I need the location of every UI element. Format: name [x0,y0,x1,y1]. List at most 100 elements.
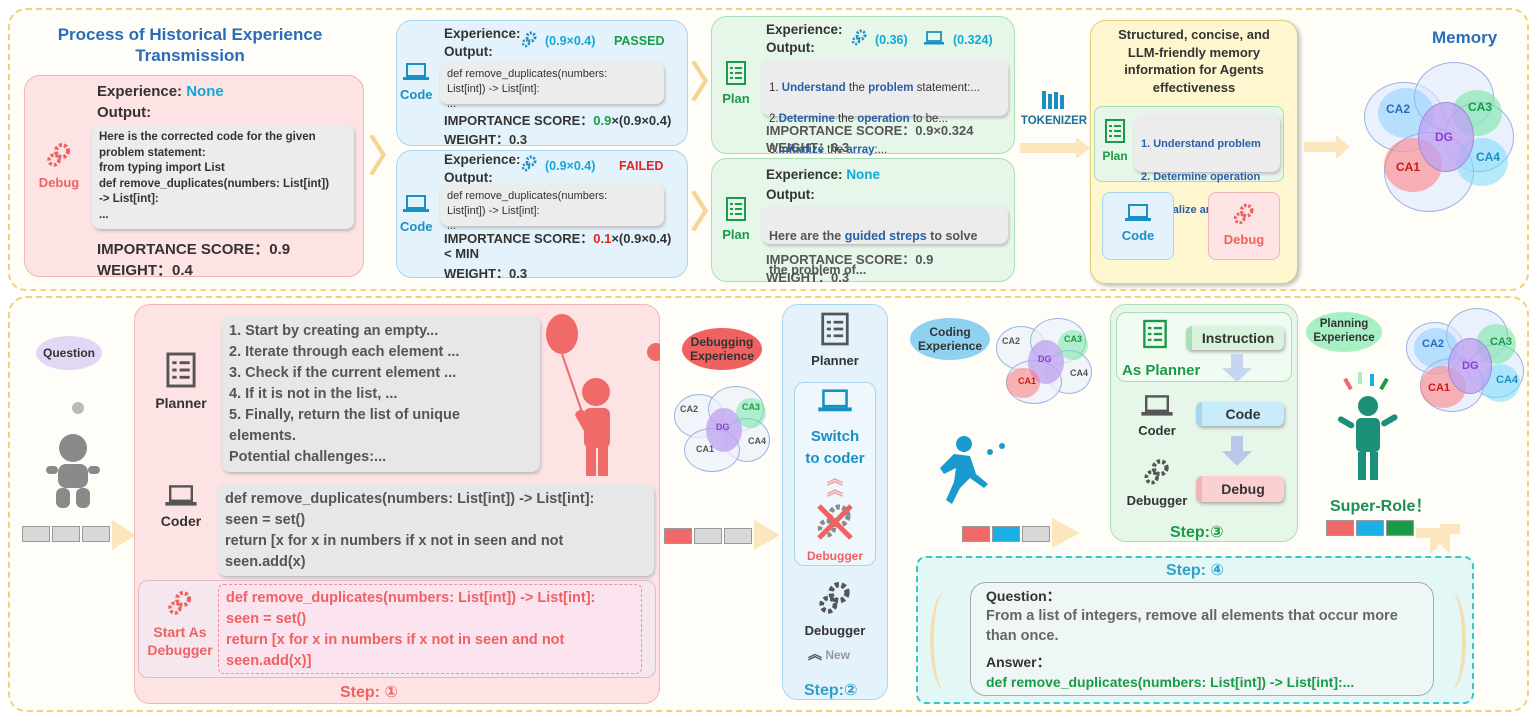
plan-top-output-label: Output: [766,40,815,55]
plan-bottom-output-box: Here are the guided streps to solve the … [762,206,1008,277]
memory-plan-role: Plan [1098,118,1132,163]
step3-planner-label: As Planner [1122,362,1201,379]
step3-coder-role: Coder [1120,394,1194,438]
top-title: Process of Historical Experience Transmi… [30,24,350,67]
code-passed-weight: WEIGHT：0.3 [444,132,528,147]
code-failed-output-box: def remove_duplicates(numbers: List[int]… [440,184,664,232]
plan-bottom-score: IMPORTANCE SCORE：0.9 [766,252,934,267]
step3-debug: Debug [1196,476,1284,502]
progress-bar-step1 [664,528,752,544]
arrow-to-step4 [1416,524,1460,554]
step1-debugger-role: Start As Debugger [140,588,220,659]
list-icon [1105,119,1125,143]
memory-plan-items: 1. Understand problem 2. Determine opera… [1134,114,1280,216]
small-cloud-ca1: CA1 [696,444,715,454]
step2-planner-role: Planner [782,310,888,368]
debug-experience-line: Experience: None [97,83,224,100]
code-failed-weight: WEIGHT：0.3 [444,266,528,281]
plan-bottom-role-label: Plan [722,227,750,242]
cloud-ca1: CA1 [1396,160,1421,174]
plan-top-line-3: 3.Initialize the array:... [769,143,888,156]
baby-icon [46,434,100,508]
memory-code-label: Code [1121,228,1155,243]
step4-question-label: Question： [986,588,1061,604]
plan-top-val1: (0.36) [875,33,908,47]
plan-top-laptop-icon [923,30,945,51]
cloud-dg: DG [1435,130,1453,144]
tokenizer-arrow [1020,137,1090,159]
code-failed-formula: (0.9×0.4) [545,159,596,173]
runner-icon [940,436,1005,504]
small-cloud-step3: CA2 CA3 DG CA1 CA4 [1406,308,1526,414]
small-cloud-step2: CA2 CA3 DG CA1 CA4 [990,316,1100,406]
progress-bar-empty [22,526,110,542]
step3-debugger-role: Debugger [1120,456,1194,508]
step1-debugger-label: Start As Debugger [147,624,213,659]
chevron-up-icon: ︽ [808,646,822,662]
laptop-icon [403,195,429,212]
list-icon [821,312,849,346]
small-cloud-ca3: CA3 [742,402,761,412]
small-cloud-ca2: CA2 [680,404,699,414]
step4-label: Step: ④ [1166,562,1224,579]
debug-score: IMPORTANCE SCORE：0.9 [97,241,291,258]
debug-output-label: Output: [97,104,152,121]
small-cloud2-dg: DG [1038,354,1052,364]
plan-top-line-2: 2.Determine the operation to be... [769,112,948,125]
step3-debugger-label: Debugger [1126,493,1188,508]
code-failed-output-label: Output: [444,170,493,185]
step3-code: Code [1196,402,1284,426]
gear-icon [47,143,70,167]
gear-icon [819,582,850,614]
list-icon [1143,319,1167,349]
super-role-label: Super-Role！ [1330,498,1432,515]
memory-cloud: CA2 CA3 DG CA1 CA4 [1364,62,1514,222]
code-failed-score-min: < MIN [444,246,480,261]
code-failed-role: Code [400,194,433,234]
code-passed-formula: (0.9×0.4) [545,34,596,48]
code-failed-role-label: Code [400,219,433,234]
debug-experience-label: Experience: [97,83,183,100]
plan-top-role-label: Plan [722,91,750,106]
step4-question-text: From a list of integers, remove all elem… [986,608,1398,645]
cloud-ca3: CA3 [1468,100,1493,114]
gear-icon [168,591,191,615]
plan-top-weight: WEIGHT：0.3 [766,140,850,155]
gear-icon [1144,459,1169,485]
arrow-to-step1 [112,520,136,550]
step1-debugger-text: def remove_duplicates(numbers: List[int]… [218,584,642,674]
step2-crossed-debugger: Debugger [794,500,876,563]
plan-top-experience-label: Experience: [766,22,843,37]
code-failed-status: FAILED [619,159,664,173]
code-passed-role: Code [400,62,433,102]
debug-output-box: Here is the corrected code for the given… [92,125,354,229]
thought-dot [72,402,84,414]
plan-bottom-role: Plan [718,196,754,242]
memory-code-box: Code [1102,192,1174,260]
small-cloud3-ca3: CA3 [1490,336,1513,348]
list-icon [166,352,196,388]
code-failed-score: IMPORTANCE SCORE：0.1×(0.9×0.4) [444,231,672,246]
plan-top-role: Plan [718,60,754,106]
laptop-icon [403,63,429,80]
code-passed-status: PASSED [614,34,665,48]
step2-switch-box [794,382,876,566]
small-cloud-dg: DG [716,422,730,432]
step2-new: ︽ New [808,644,850,664]
step1-planner-label: Planner [155,395,207,411]
books-icon [1042,91,1064,109]
debugging-experience-bubble: Debugging Experience [682,328,762,370]
list-icon [726,61,746,85]
step2-crossed-debugger-label: Debugger [806,549,863,563]
plan-top-val2: (0.324) [953,33,993,47]
debug-experience-value: None [186,83,224,100]
debug-role: Debug [34,140,84,190]
cloud-core [1418,102,1474,172]
step4-left-arc [930,592,960,690]
small-cloud-ca4: CA4 [748,436,767,446]
step3-coder-label: Coder [1138,423,1176,438]
planning-experience-bubble: Planning Experience [1306,312,1382,352]
laptop-icon [1125,204,1151,221]
debug-role-label: Debug [38,175,80,190]
small-cloud2-ca1: CA1 [1018,376,1037,386]
